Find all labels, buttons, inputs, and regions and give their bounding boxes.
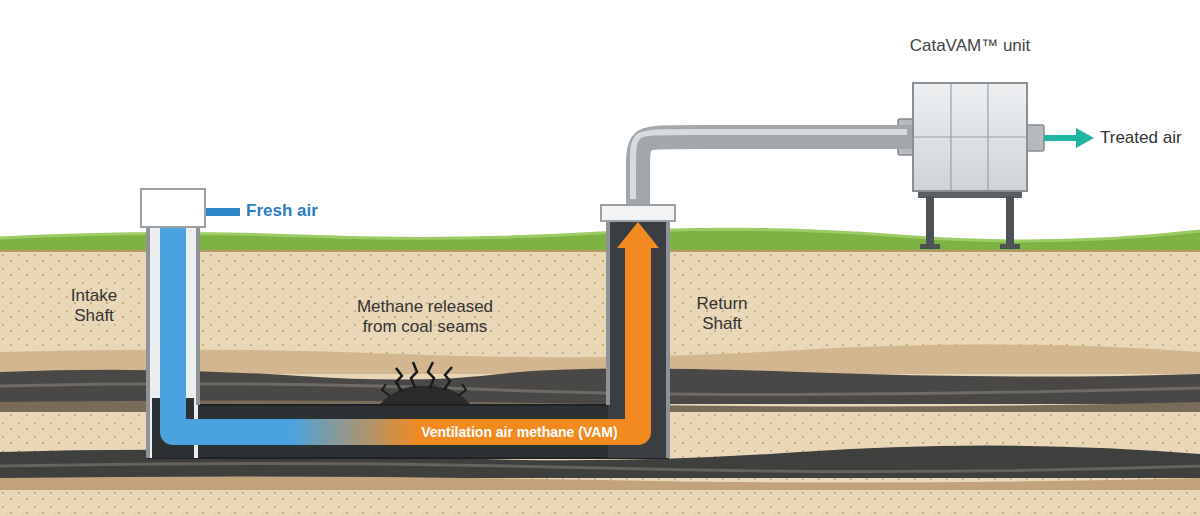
drawing-part [666,218,670,458]
drawing-part [382,384,390,396]
drawing-part [444,367,452,390]
drawing-part [1026,125,1044,151]
catavam-unit: CataVAM™ unit [912,82,1028,192]
drawing-part [606,218,610,405]
drawing-part [920,244,940,249]
drawing-part [146,222,150,458]
pipe-highlight [633,132,907,199]
drawing-part [1000,244,1020,249]
treated-air-arrow [1044,128,1094,148]
drawing-part [380,386,470,404]
drawing-part [411,362,417,388]
treated-air-label: Treated air [1100,128,1182,148]
drawing-part [206,208,240,216]
drawing-part [1044,135,1078,141]
drawing-part [1076,128,1094,148]
airflow-arrow [173,222,659,432]
flow-label: Ventilation air methane (VAM) [418,424,621,441]
duct-pipe [638,137,912,204]
intake-shaft-cap: Intake Shaft [140,188,206,228]
arrow-head [617,222,659,248]
fresh-air-label: Fresh air [246,201,318,221]
shaft-label: CataVAM™ unit [874,36,1066,56]
fresh-air-bar [206,208,240,216]
drawing-part [1006,196,1014,248]
unit-stand [918,190,1022,249]
drawing-part [0,476,1200,490]
drawing-part [196,222,200,405]
drawing-part [428,362,434,388]
duct-pipe [633,132,912,204]
methane-label: Methane released from coal seams [340,297,510,338]
panel-seam [914,136,1026,137]
methane-release [380,362,470,404]
shaft-label: Intake Shaft [62,286,126,327]
drawing-part [0,463,1200,471]
drawing-part [396,368,402,392]
return-shaft-cap: Return Shaft [600,204,676,222]
airflow-arrow [173,228,638,432]
unit-panels [914,84,1026,190]
drawing-part [926,196,934,248]
shaft-label: Return Shaft [690,294,754,335]
drawing-part [458,384,466,396]
